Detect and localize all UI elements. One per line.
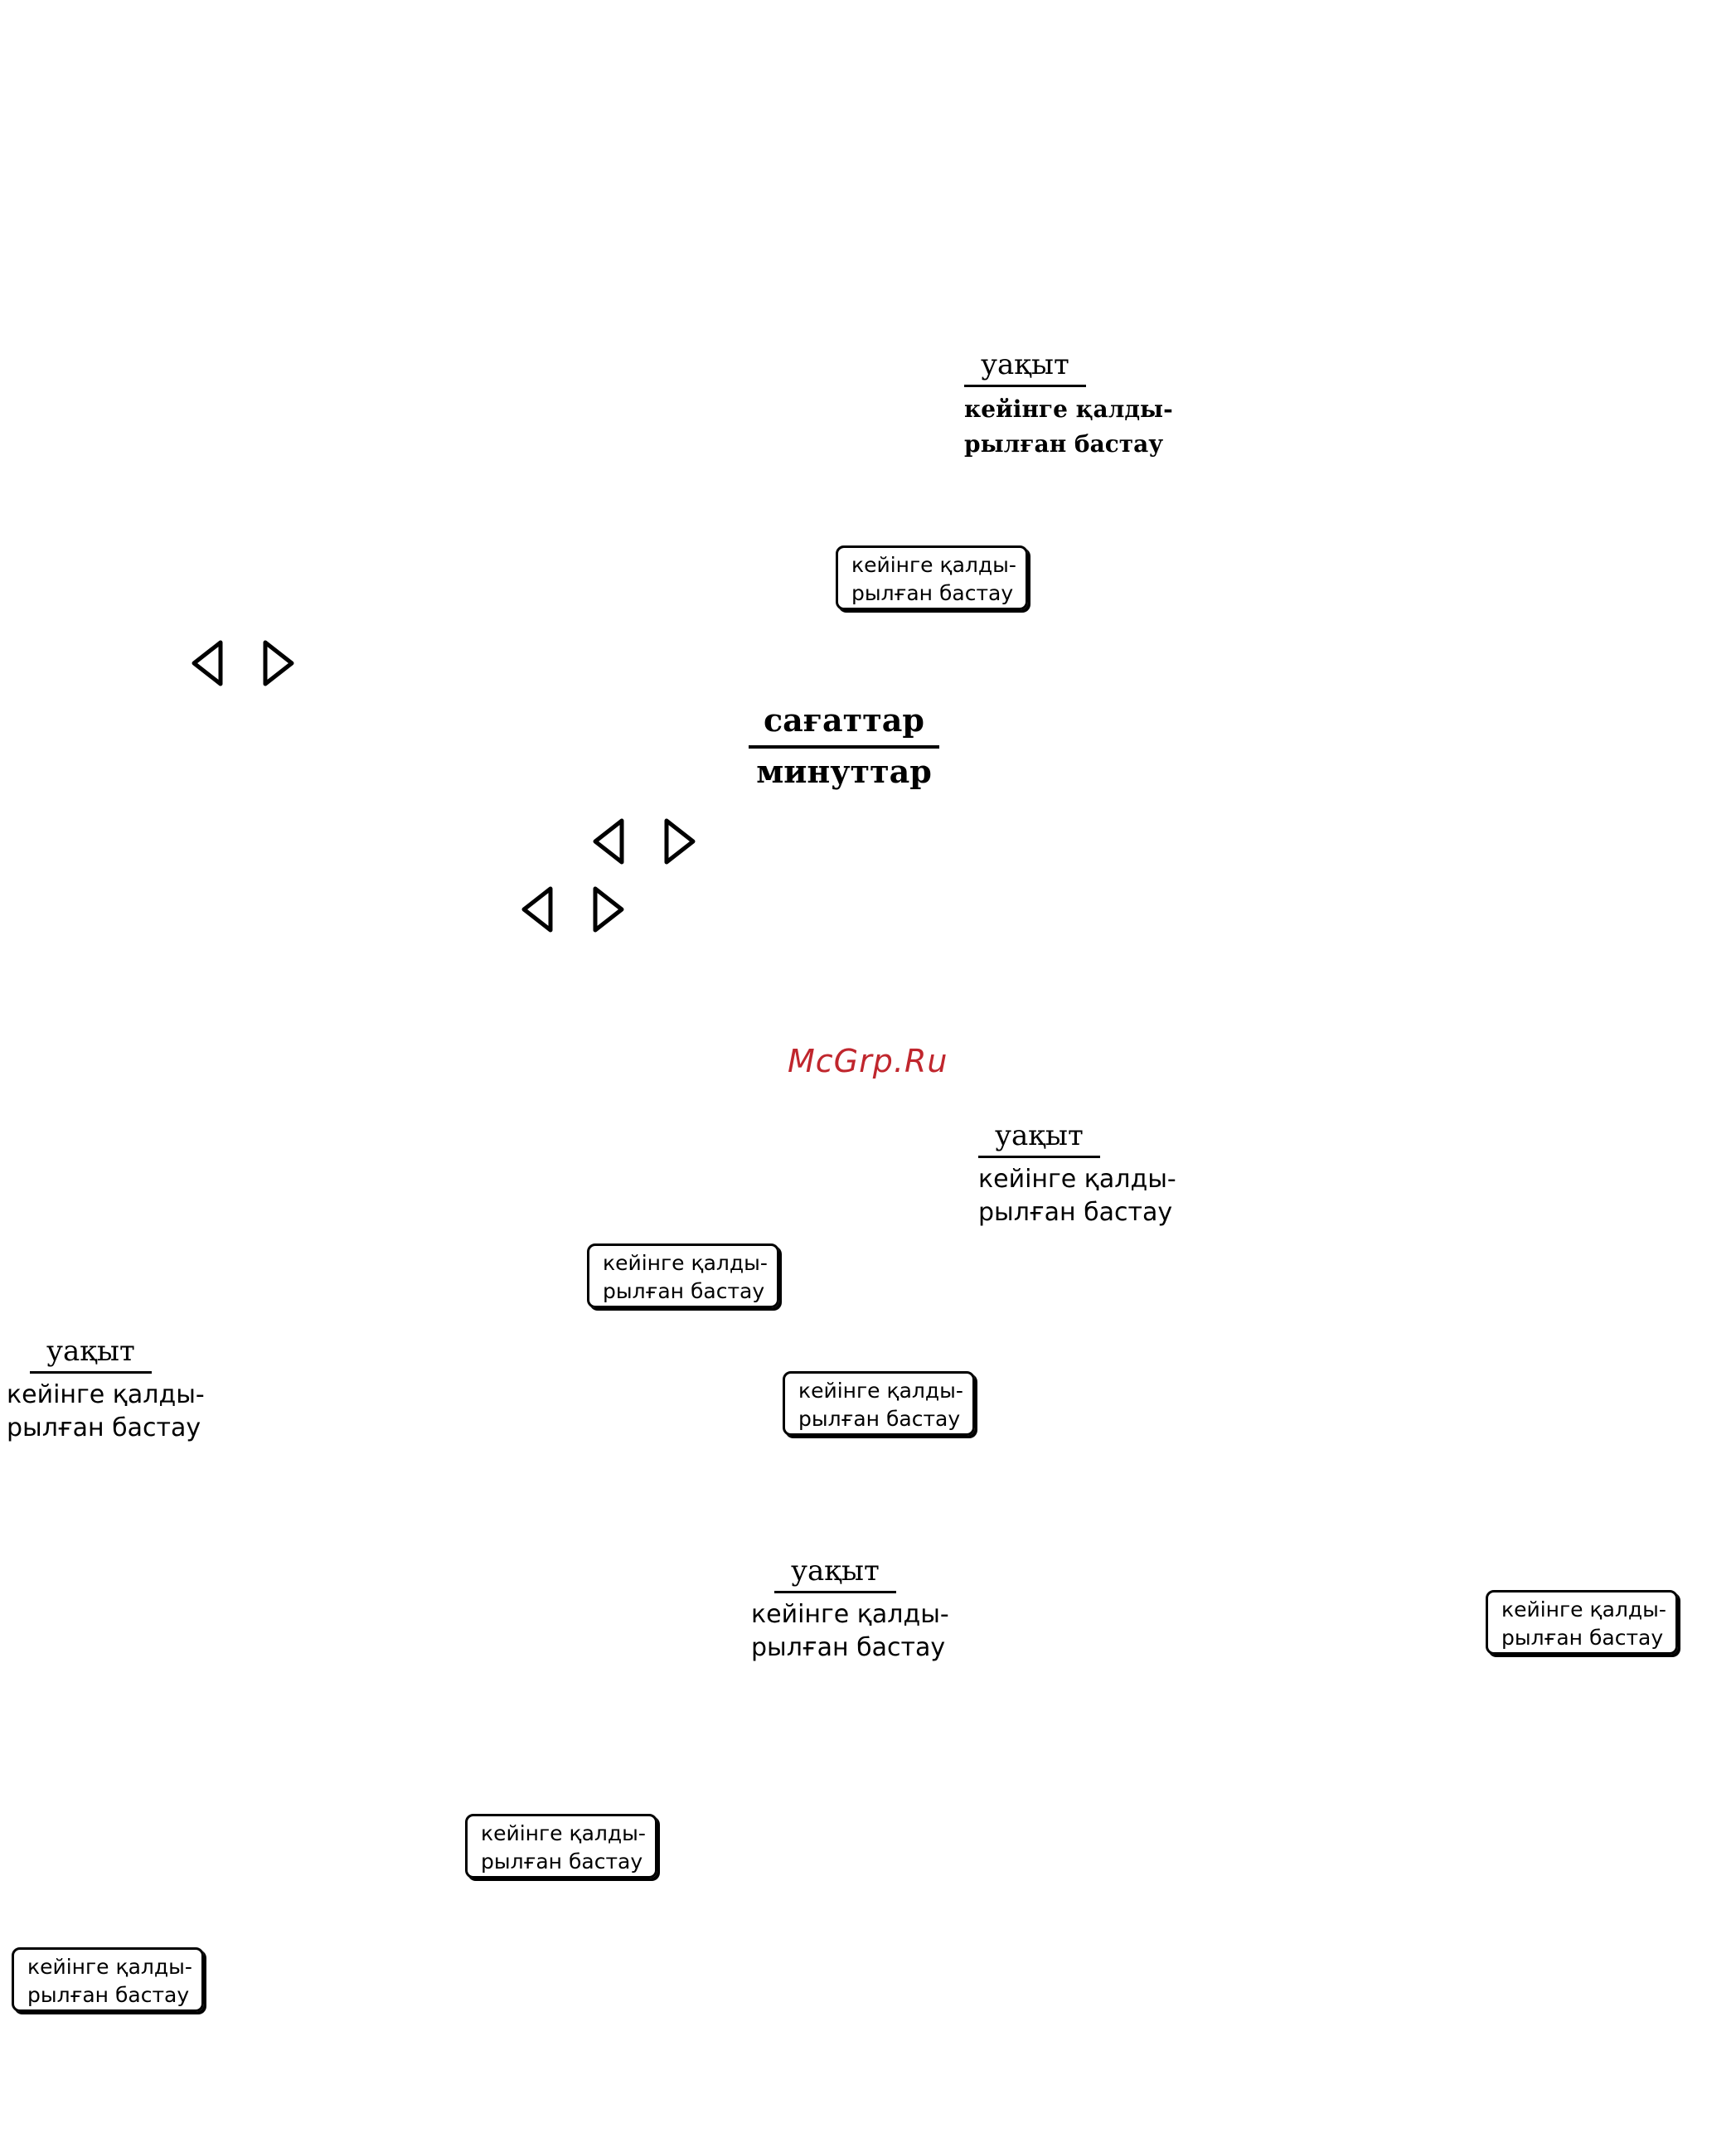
time-deferred-label: уақыт кейінге қалды- рылған бастау <box>978 1119 1176 1229</box>
deferred-start-button[interactable]: кейінге қалды- рылған бастау <box>465 1814 657 1878</box>
time-label: уақыт <box>964 348 1086 387</box>
triangle-left-icon <box>192 640 223 686</box>
deferred-start-button[interactable]: кейінге қалды- рылған бастау <box>783 1371 975 1436</box>
minutes-label: минуттар <box>756 753 932 790</box>
triangle-left-icon <box>521 886 553 933</box>
arrow-pair <box>590 817 706 866</box>
time-deferred-label: уақыт кейінге қалды- рылған бастау <box>751 1554 949 1665</box>
time-label: уақыт <box>30 1335 152 1374</box>
triangle-right-icon <box>593 886 624 933</box>
arrow-pair <box>519 885 635 934</box>
deferred-start-label: кейінге қалды- рылған бастау <box>751 1600 949 1662</box>
deferred-start-button[interactable]: кейінге қалды- рылған бастау <box>836 545 1028 610</box>
arrow-pair <box>189 638 305 688</box>
watermark: McGrp.Ru <box>788 1043 948 1079</box>
deferred-start-label: кейінге қалды- рылған бастау <box>7 1380 205 1442</box>
deferred-start-button[interactable]: кейінге қалды- рылған бастау <box>12 1947 204 2012</box>
time-deferred-label-top: уақыт кейінге қалды- рылған бастау <box>964 348 1173 462</box>
deferred-start-label: кейінге қалды- рылған бастау <box>964 395 1173 458</box>
deferred-start-button[interactable]: кейінге қалды- рылған бастау <box>587 1243 779 1308</box>
triangle-right-icon <box>263 640 294 686</box>
hours-minutes-fraction: сағаттар минуттар <box>749 700 939 792</box>
triangle-left-icon <box>593 818 624 865</box>
time-label: уақыт <box>774 1554 896 1593</box>
time-label: уақыт <box>978 1119 1100 1158</box>
time-deferred-label: уақыт кейінге қалды- рылған бастау <box>7 1335 205 1445</box>
deferred-start-label: кейінге қалды- рылған бастау <box>978 1165 1176 1227</box>
hours-label: сағаттар <box>749 700 939 749</box>
triangle-right-icon <box>664 818 696 865</box>
deferred-start-button[interactable]: кейінге қалды- рылған бастау <box>1486 1590 1678 1655</box>
